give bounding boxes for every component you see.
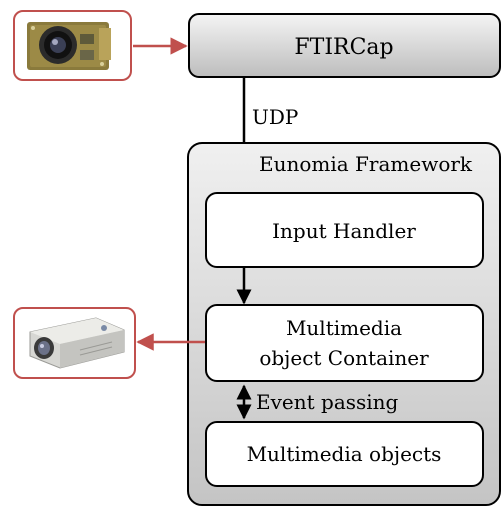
input-handler-node: Input Handler <box>205 192 484 268</box>
camera-image <box>13 10 132 81</box>
ftircap-label: FTIRCap <box>294 35 393 60</box>
event-passing-label: Event passing <box>256 390 399 414</box>
container-label-line2: object Container <box>259 346 429 370</box>
multimedia-object-container-node: Multimedia object Container <box>205 304 484 382</box>
container-label-line1: Multimedia <box>286 316 402 340</box>
udp-label: UDP <box>252 105 298 129</box>
framework-label: Eunomia Framework <box>259 152 473 176</box>
input-handler-label: Input Handler <box>272 219 416 243</box>
multimedia-objects-node: Multimedia objects <box>205 421 484 487</box>
ftircap-node: FTIRCap <box>188 13 501 78</box>
multimedia-objects-label: Multimedia objects <box>247 442 442 466</box>
projector-image <box>13 307 136 379</box>
